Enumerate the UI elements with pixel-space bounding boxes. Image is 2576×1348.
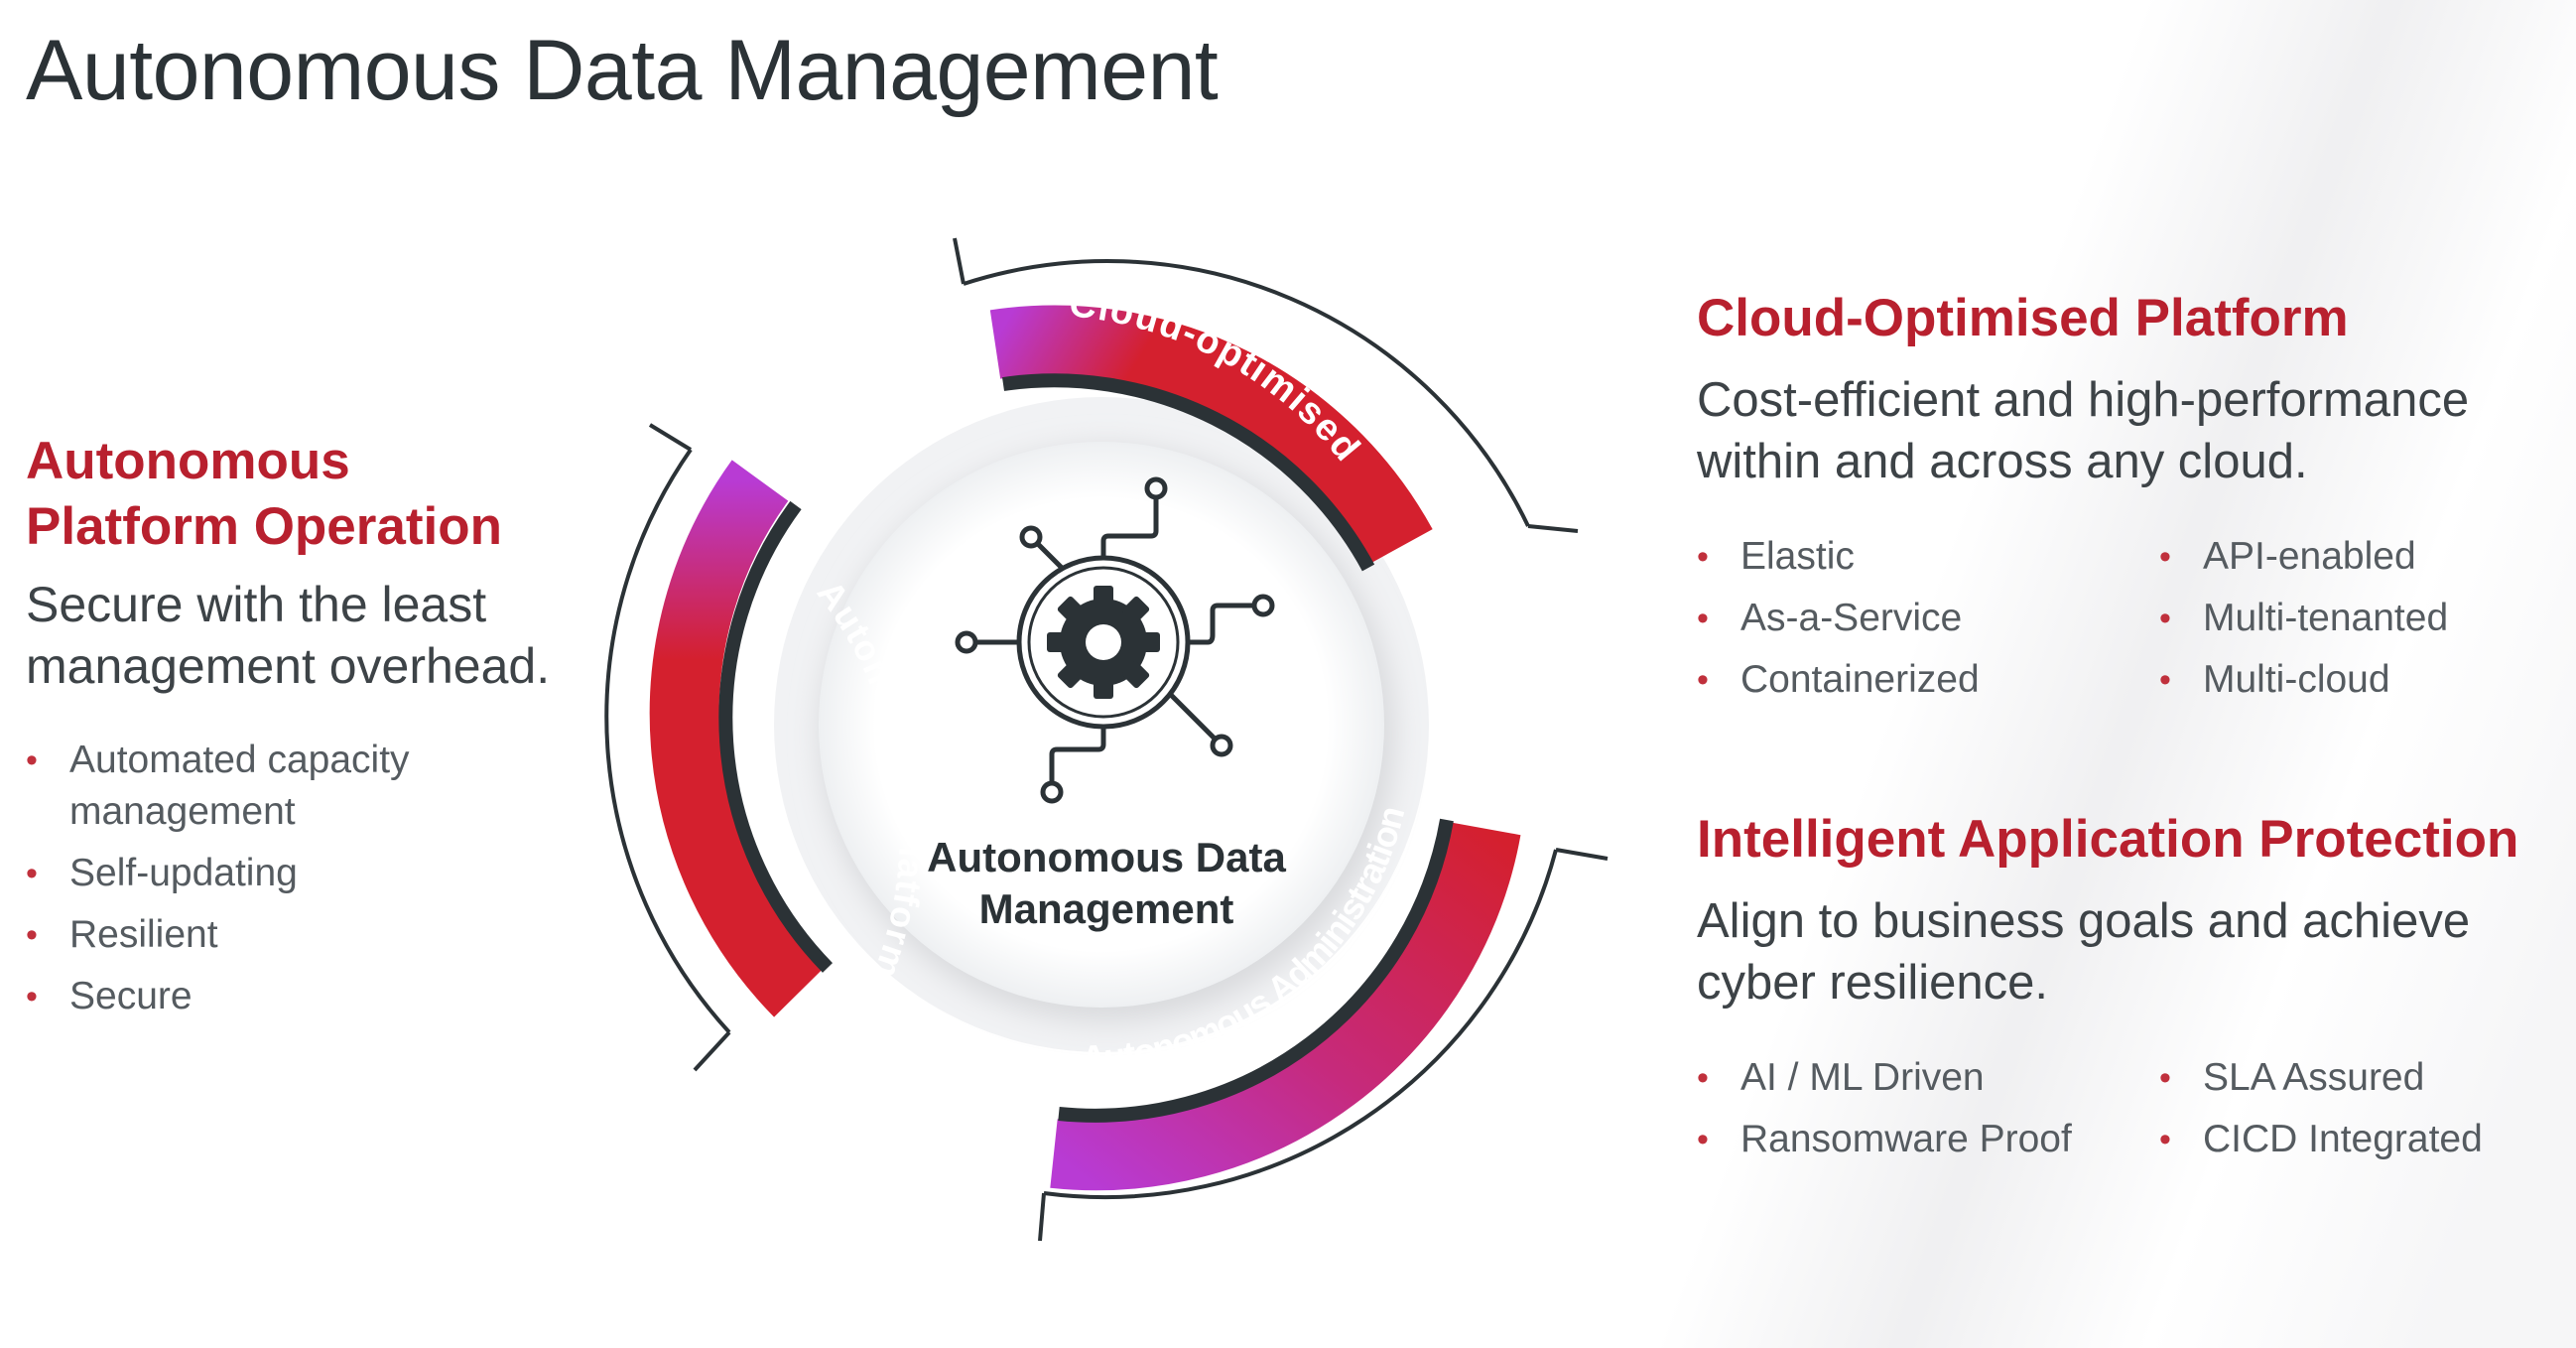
gear-hole: [1086, 624, 1121, 660]
left-description: Secure with the least management overhea…: [26, 577, 551, 694]
list-item: As-a-Service: [1697, 588, 2153, 649]
circuit-trace-top-left: [1035, 541, 1064, 570]
cloud-platform-description: Cost-efficient and high-performance with…: [1697, 373, 2470, 488]
gear-inner-ring: [1027, 566, 1180, 719]
list-item: API-enabled: [2159, 526, 2556, 588]
bottom-bracket-tick-start: [1038, 1192, 1046, 1242]
cloud-feature-list-2: API-enabled Multi-tenanted Multi-cloud: [2159, 526, 2556, 711]
list-item: Multi-cloud: [2159, 649, 2556, 711]
list-item: Ransomware Proof: [1697, 1109, 2153, 1170]
segment-inner-edge-top: [1002, 373, 1375, 572]
circuit-trace-right: [1188, 603, 1255, 645]
cycle-diagram: Cloud-optimised Autonomous Platform Auto…: [604, 237, 1609, 1242]
cloud-platform-heading: Cloud-Optimised Platform: [1697, 289, 2349, 347]
circuit-node: [955, 630, 978, 654]
protection-description: Align to business goals and achieve cybe…: [1697, 894, 2471, 1010]
circuit-node: [1019, 525, 1043, 549]
list-item: Elastic: [1697, 526, 2153, 588]
center-label: Autonomous Data Management: [927, 834, 1286, 932]
segment-inner-edge-left: [718, 500, 834, 973]
left-heading: Autonomous Platform Operation: [26, 429, 502, 560]
left-heading-line1: Autonomous: [26, 432, 350, 490]
list-item: Secure: [26, 971, 492, 1022]
circuit-node: [1251, 594, 1275, 617]
circuit-node: [1040, 780, 1064, 804]
top-bracket-tick-start: [953, 237, 966, 285]
segment-band-left: [649, 460, 825, 1017]
circuit-trace-bottom-right: [1169, 693, 1218, 741]
protection-heading: Intelligent Application Protection: [1697, 810, 2519, 869]
list-item: Self-updating: [26, 848, 492, 899]
list-item: Containerized: [1697, 649, 2153, 711]
left-feature-list: Automated capacity management Self-updat…: [26, 735, 492, 1032]
top-bracket-tick-end: [1527, 524, 1579, 533]
bracket-lines: [604, 237, 1609, 1242]
segment-inner-edge-bottom: [1058, 818, 1454, 1123]
page-title: Autonomous Data Management: [26, 23, 1219, 118]
list-item: Resilient: [26, 909, 492, 961]
left-bracket-line: [604, 448, 731, 1034]
left-bracket-tick-end: [693, 1030, 731, 1072]
bottom-bracket-tick-end: [1555, 848, 1609, 861]
segment-band-top: [989, 305, 1433, 564]
list-item: SLA Assured: [2159, 1047, 2556, 1109]
circuit-node: [1210, 734, 1233, 757]
circuit-node: [1144, 476, 1168, 500]
gear-circuit-icon: [955, 476, 1275, 804]
list-item: Automated capacity management: [26, 735, 492, 838]
protection-feature-list-2: SLA Assured CICD Integrated: [2159, 1047, 2556, 1170]
list-item: Multi-tenanted: [2159, 588, 2556, 649]
left-heading-line2: Platform Operation: [26, 497, 503, 556]
bottom-bracket-line: [1043, 849, 1558, 1199]
circuit-trace-top: [1100, 496, 1159, 558]
protection-feature-list-1: AI / ML Driven Ransomware Proof: [1697, 1047, 2153, 1170]
left-bracket-tick-start: [648, 423, 693, 452]
list-item: AI / ML Driven: [1697, 1047, 2153, 1109]
top-bracket-line: [963, 259, 1530, 527]
list-item: CICD Integrated: [2159, 1109, 2556, 1170]
segment-band-bottom: [1050, 822, 1521, 1191]
cloud-feature-list-1: Elastic As-a-Service Containerized: [1697, 526, 2153, 711]
circuit-trace-bottom: [1049, 727, 1106, 784]
